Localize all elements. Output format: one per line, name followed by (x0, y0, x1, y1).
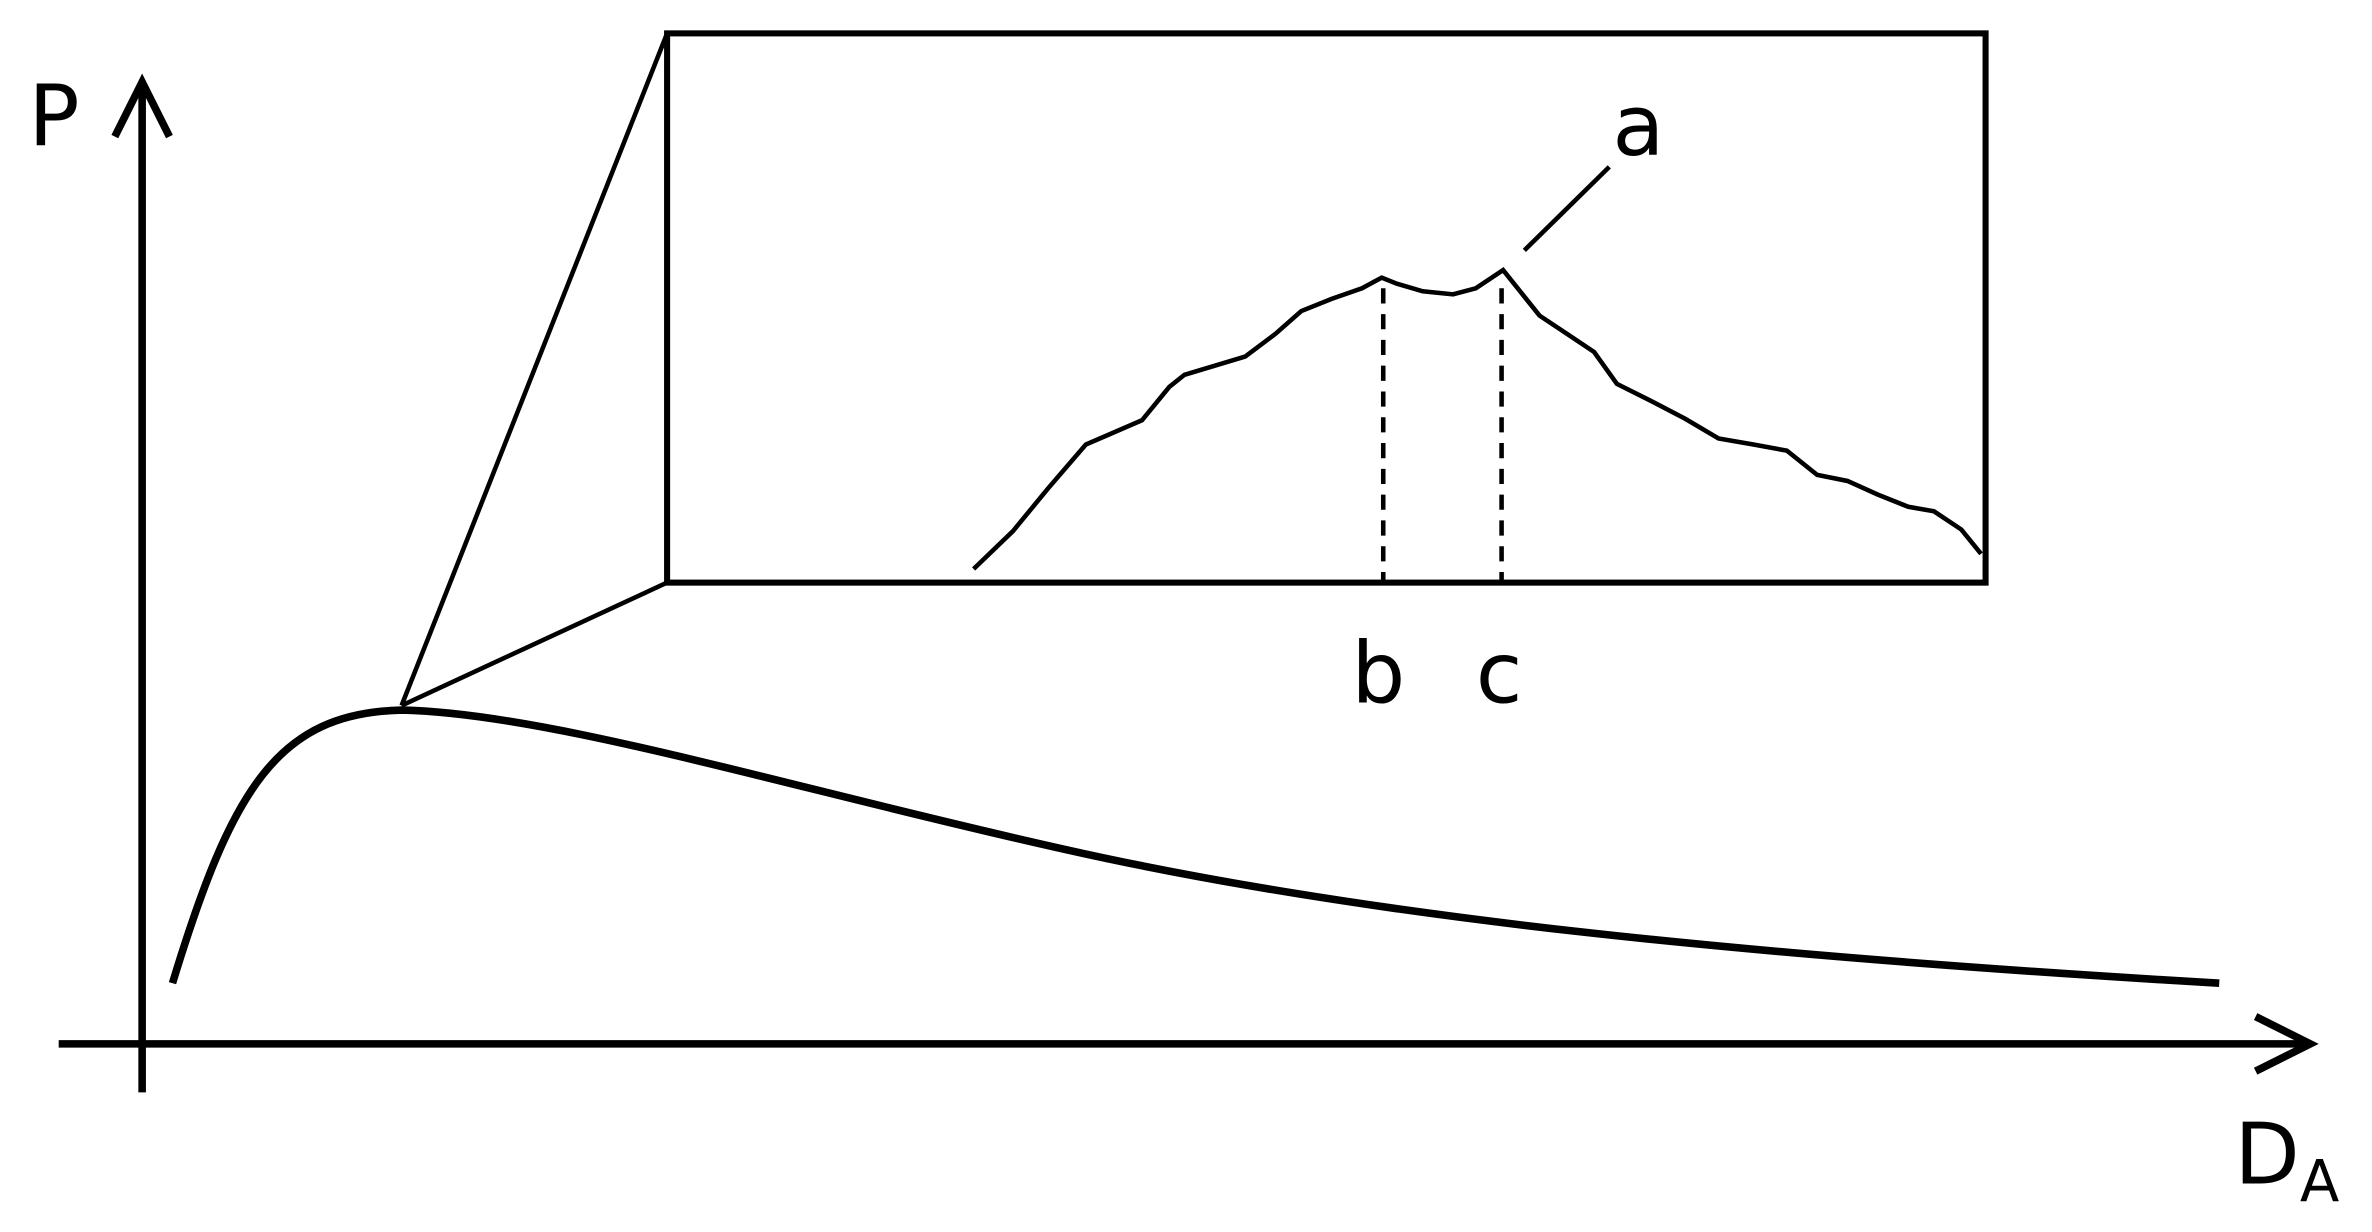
label-b: b (1351, 624, 1405, 723)
label-c: c (1476, 624, 1523, 723)
inset-box (664, 30, 1989, 586)
x-axis-label-main: D (2234, 1105, 2299, 1204)
inset-markers (1380, 288, 1504, 583)
zoom-connectors (399, 32, 670, 708)
label-a: a (1612, 77, 1664, 176)
axes (58, 73, 2319, 1093)
inset-curve (972, 267, 1983, 571)
zoom-line-bottom (400, 580, 669, 708)
x-axis-label: DA (2234, 1105, 2339, 1215)
label-a-leader (1522, 165, 1611, 252)
x-axis-arrowhead (2253, 1013, 2319, 1075)
y-axis-label: P (28, 68, 79, 167)
y-axis-arrowhead (111, 73, 173, 139)
main-curve (168, 706, 2220, 987)
zoom-line-top (399, 32, 670, 707)
x-axis-label-subscript: A (2300, 1148, 2339, 1216)
